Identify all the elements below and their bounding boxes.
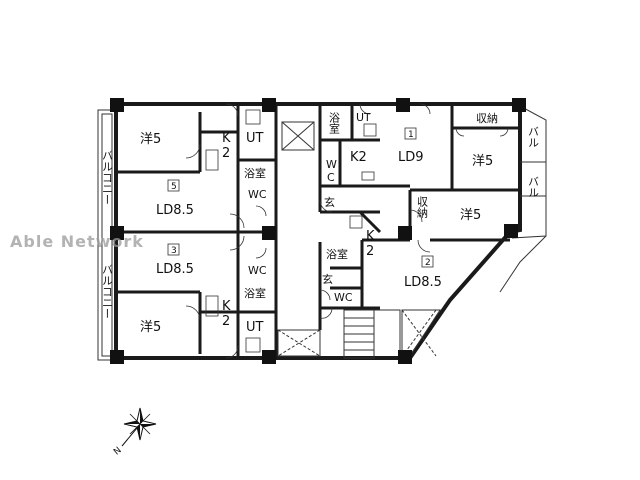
interior-walls	[116, 104, 520, 358]
room-label-bath-upper-left: 浴室	[244, 166, 266, 180]
room-label-k2-unit1: K2	[350, 150, 367, 165]
room-label-k-lower-left: K	[222, 299, 231, 314]
watermark: Able Network	[10, 232, 144, 251]
small-labels: UT 浴室 浴室 浴室 WC WC WC 収納 玄 玄 W C	[244, 111, 498, 304]
balcony-label-right-lower: バル	[527, 176, 540, 198]
balcony-label-lower: バルコニー	[101, 264, 114, 319]
shaft-top	[281, 121, 315, 151]
room-label-bath-unit2: 浴室	[326, 247, 348, 261]
room-label-yo5-top-left: 洋5	[140, 132, 161, 147]
unit-number-badges: 1 2 3 5	[167, 127, 434, 268]
room-label-wc-upper-left: WC	[248, 188, 267, 201]
room-label-wc-unit2: WC	[334, 291, 353, 304]
unit-number-1: 1	[408, 130, 414, 140]
room-label-ld85-unit2: LD8.5	[404, 275, 442, 290]
room-label-shuno-unit1: 収納	[476, 112, 498, 125]
balcony-label-right-upper: バル	[527, 126, 540, 148]
compass-rose	[121, 407, 157, 447]
room-label-yo5-unit1-upper: 洋5	[472, 154, 493, 169]
room-label-2-upper-left: 2	[222, 146, 230, 161]
room-label-w-unit1: W	[326, 158, 337, 171]
room-label-2-lower-left: 2	[222, 314, 230, 329]
room-label-c-unit1: C	[327, 171, 335, 184]
room-label-genkan-unit1: 玄	[324, 195, 335, 209]
room-label-ut-unit1: UT	[356, 111, 371, 124]
unit-number-3: 3	[171, 246, 177, 256]
door-swings	[185, 103, 509, 359]
room-label-bath-lower-left: 浴室	[244, 286, 266, 300]
room-label-ld9: LD9	[398, 150, 424, 165]
shaft-bottom	[277, 329, 321, 357]
balcony-label-upper: バルコニー	[101, 150, 114, 205]
room-label-yo5-bottom-left: 洋5	[140, 320, 161, 335]
room-label-ut-lower-left: UT	[246, 320, 264, 335]
compass-north-label: N	[112, 446, 124, 458]
stairs	[343, 309, 441, 359]
unit-number-2: 2	[425, 258, 431, 268]
unit-number-5: 5	[171, 182, 177, 192]
room-label-bath-unit1: 浴室	[328, 112, 341, 134]
room-label-2-unit2: 2	[366, 244, 374, 259]
room-label-ld85-unit3: LD8.5	[156, 262, 194, 277]
room-label-shuno-vertical: 収納	[416, 196, 429, 219]
vertical-labels: 浴室 収納 バルコニー バルコニー バル バル	[101, 112, 540, 319]
room-label-wc-lower-left: WC	[248, 264, 267, 277]
room-label-ld85-unit5: LD8.5	[156, 203, 194, 218]
room-label-yo5-unit1-lower: 洋5	[460, 208, 481, 223]
fixtures	[205, 109, 377, 353]
room-label-k-unit2: K	[366, 229, 375, 244]
room-label-ut-upper-left: UT	[246, 131, 264, 146]
columns	[110, 98, 526, 364]
right-balcony	[499, 105, 547, 293]
room-label-genkan-unit2: 玄	[322, 272, 333, 286]
room-labels: 洋5 洋5 洋5 洋5 LD8.5 LD8.5 LD8.5 LD9 K2 K 2…	[140, 131, 493, 335]
room-label-k-upper-left: K	[222, 131, 231, 146]
